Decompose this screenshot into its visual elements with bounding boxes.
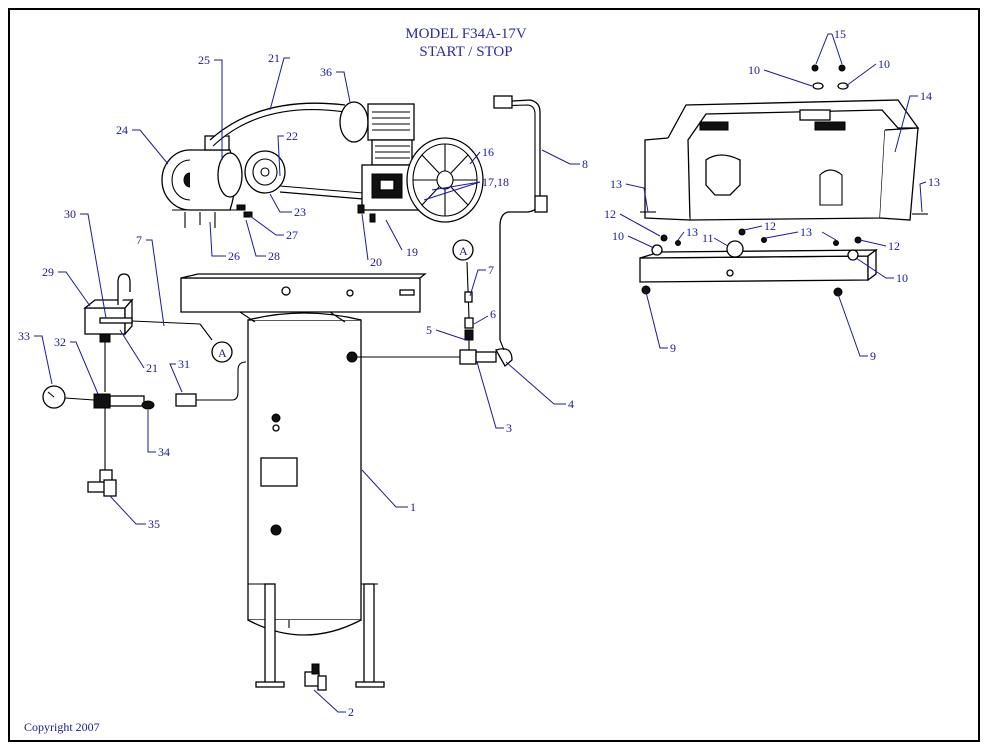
callout-labels: 1 2 3 4 5 6 7 7 8 9 9 10 10 10 10 11 12 … [18,27,940,719]
callout-13-center: 13 [800,225,812,239]
guard-fasteners [640,64,928,261]
drive-belt [209,102,376,201]
callout-2: 2 [348,705,354,719]
callout-10-top-left: 10 [748,63,760,77]
callout-8: 8 [582,157,588,171]
callout-33: 33 [18,329,30,343]
pump-flywheel [406,137,484,223]
copyright-notice: Copyright 2007 [24,720,100,734]
callout-10-right: 10 [896,271,908,285]
air-tank [247,312,385,688]
motor-pulley [244,150,286,194]
unloader-tube [464,261,473,319]
callout-14: 14 [920,89,932,103]
callout-12-center: 12 [764,219,776,233]
callout-6: 6 [490,307,496,321]
callout-7-pump: 7 [488,263,494,277]
callout-5: 5 [426,323,432,337]
drain-valve [304,663,327,691]
callout-9-left: 9 [670,341,676,355]
callout-7-switch: 7 [136,233,142,247]
pump-mount-bolt [369,213,376,223]
callout-28: 28 [268,249,280,263]
tank-saddle-plate [180,273,427,323]
callout-20: 20 [370,255,382,269]
discharge-tube [493,95,548,340]
callout-3: 3 [506,421,512,435]
connector-a-pump: A [452,239,474,261]
callout-12-right: 12 [888,239,900,253]
callout-35: 35 [148,517,160,531]
svg-text:A: A [218,346,227,360]
callout-19: 19 [406,245,418,259]
diagram-title-subtitle: START / STOP [419,44,513,60]
callout-34: 34 [158,445,170,459]
callout-13-left-inner: 13 [686,225,698,239]
callout-22: 22 [286,129,298,143]
belt-guard-bracket [639,248,878,297]
svg-text:A: A [459,244,468,258]
pump-mount-bolt [357,204,365,214]
callout-25: 25 [198,53,210,67]
manifold-assembly [42,385,197,497]
tank-inlet-port [346,351,358,363]
electric-motor [161,135,253,228]
callout-26: 26 [228,249,240,263]
callout-36: 36 [320,65,332,79]
diagram-frame [8,8,980,742]
callout-10-top-right: 10 [878,57,890,71]
callout-13-right: 13 [928,175,940,189]
callout-12-left: 12 [604,207,616,221]
callout-17-18: 17,18 [482,175,509,189]
callout-leader-lines [34,33,927,713]
callout-9-right: 9 [870,349,876,363]
callout-27: 27 [286,228,298,242]
callout-30: 30 [64,207,76,221]
callout-32: 32 [54,335,66,349]
callout-21-belt: 21 [268,51,280,65]
callout-11: 11 [702,231,714,245]
callout-21-tube: 21 [146,361,158,375]
callout-29: 29 [42,265,54,279]
check-valve-assembly [356,317,513,368]
callout-4: 4 [568,397,574,411]
callout-24: 24 [116,123,128,137]
callout-31: 31 [178,357,190,371]
callout-1: 1 [410,500,416,514]
callout-13-left: 13 [610,177,622,191]
belt-guard-cap [339,101,369,143]
connector-a-switch: A [211,341,233,363]
callout-15: 15 [834,27,846,41]
callout-16: 16 [482,145,494,159]
callout-23: 23 [294,205,306,219]
callout-10-left: 10 [612,229,624,243]
diagram-title-model: MODEL F34A-17V [405,26,527,42]
belt-guard [644,99,920,221]
switch-supply-tube [196,361,247,401]
